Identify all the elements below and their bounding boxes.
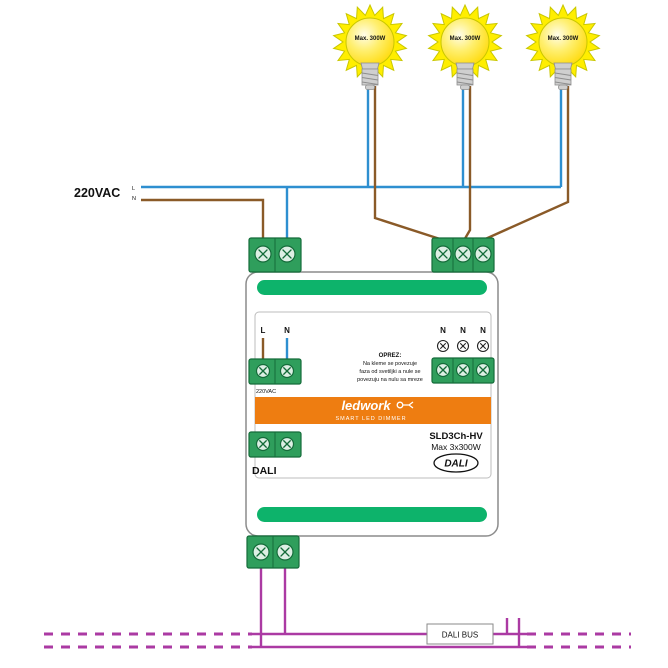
mains-voltage-label: 220VAC [74,186,120,200]
ledwork-logo-icon [396,401,414,409]
input-caption: 220VAC [256,389,276,395]
din-clip-top [257,280,487,295]
terminal-screws [255,363,295,379]
dali-bus-label: DALI BUS [442,631,478,640]
mains-neutral-letter: N [132,196,136,202]
dali-port-terminal [248,431,302,458]
dali-bottom-terminal [246,535,300,569]
mains-wires [141,86,570,252]
lamp-3: Max. 300W [526,4,600,90]
lamp-2: Max. 300W [428,4,502,90]
terminal-screws [254,245,296,263]
warning-text: OPREZ: Na kleme se povezuje faza od svet… [357,353,423,383]
lamp-3-phase-wire [481,86,570,252]
terminal-screws [252,543,294,561]
terminal-screws [434,245,492,263]
mains-input-terminal [248,237,302,273]
device-label-panel [254,311,492,479]
dali-wires [44,564,631,649]
lamp-bulb-shape [428,4,502,90]
terminal-screws [435,362,491,378]
warning-title: OPREZ: [379,353,402,359]
lamp-max-power-label: Max. 300W [548,36,579,42]
dali-logo-badge: DALI [433,453,479,473]
input-n-label: N [284,326,290,335]
lamp-max-power-label: Max. 300W [355,36,386,42]
lamp-symbol-icons [436,339,490,353]
mains-phase-letter: L [132,186,135,192]
lamp-1-phase-wire [373,86,445,252]
warning-line-1: Na kleme se povezuje [363,361,417,367]
input-l-label: L [261,326,266,335]
lamp-output-terminal [431,237,495,273]
din-clip-bottom [257,507,487,522]
lamp-max-power-label: Max. 300W [450,36,481,42]
model-label: SLD3Ch-HV [429,431,483,442]
lamp-bulb-shape [333,4,407,90]
lamp-1: Max. 300W [333,4,407,90]
brand-name: ledwork [341,398,391,413]
input-inner-terminal [248,358,302,385]
output-n-label-2: N [460,326,466,335]
terminal-screws [255,436,295,452]
mains-phase-wire [141,198,265,252]
output-inner-terminal [431,357,495,384]
lamp-bulb-shape [526,4,600,90]
dali-bus-label-box: DALI BUS [426,623,494,645]
warning-line-3: povezuju na nulu sa mreze [357,377,423,383]
brand-banner: ledwork SMART LED DIMMER [255,397,491,424]
dali-badge-text: DALI [444,459,468,470]
output-n-label-3: N [480,326,486,335]
power-label: Max 3x300W [431,442,481,452]
warning-line-2: faza od svetiljki a nule se [359,369,420,375]
dimmer-device: L N 220VAC N N N OPREZ: Na kleme se pove… [245,237,499,569]
output-n-label-1: N [440,326,446,335]
brand-tagline: SMART LED DIMMER [335,416,406,422]
dali-port-label: DALI [252,465,277,477]
